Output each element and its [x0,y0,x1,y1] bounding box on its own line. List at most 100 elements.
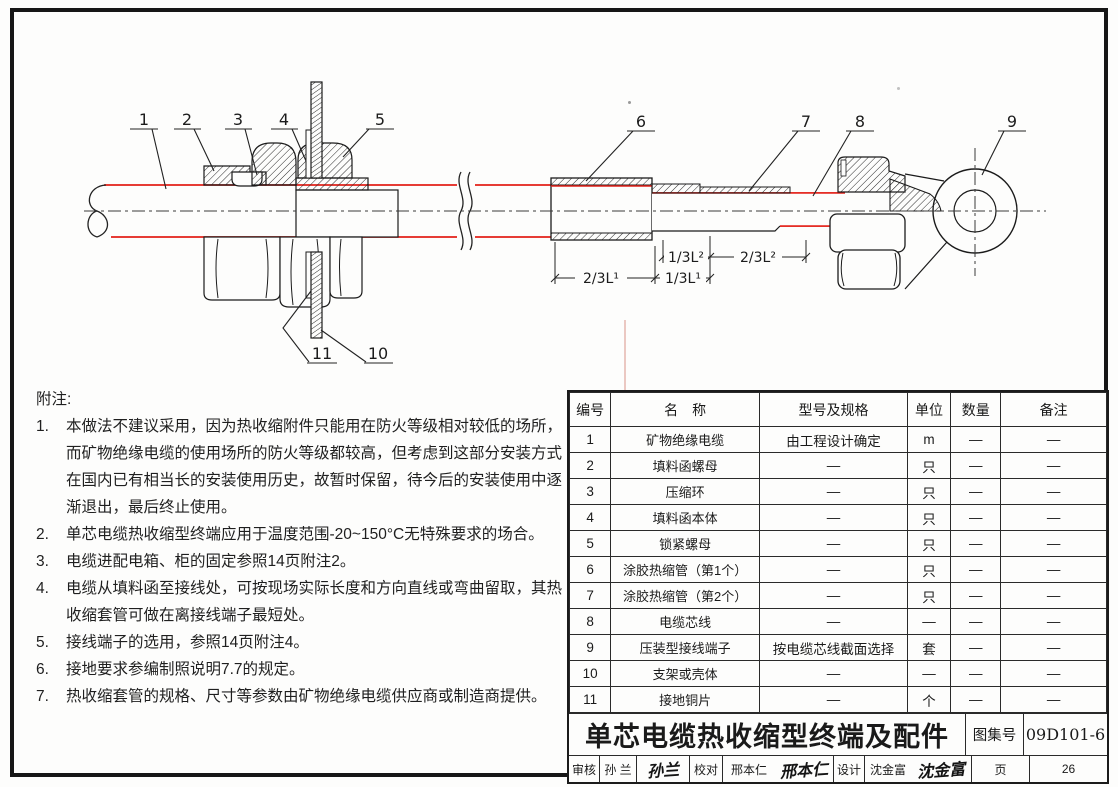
col-header-qty: 数量 [950,392,1002,427]
note-2: 2. 单芯电缆热收缩型终端应用于温度范围-20~150°C无特殊要求的场合。 [36,521,564,548]
note-4: 4. 电缆从填料函至接线处，可按现场实际长度和方向直线或弯曲留取，其热收缩套管可… [36,575,564,629]
titleblock-signature-row: 审核 孙 兰 孙兰 校对 邢本仁 邢本仁 设计 沈金富 沈金富 页 26 [569,755,1107,782]
table-row: 7 涂胶热缩管（第2个） — 只 — — [568,582,1107,609]
cell-no: 5 [568,530,612,557]
titleblock-title-row: 单芯电缆热收缩型终端及配件 图集号 09D101-6 [569,713,1107,755]
table-row: 6 涂胶热缩管（第1个） — 只 — — [568,556,1107,583]
cell-qty: — [950,504,1002,531]
cell-qty: — [950,478,1002,505]
cell-spec: — [759,686,908,713]
cell-no: 4 [568,504,612,531]
cell-remark: — [1000,582,1107,609]
cell-qty: — [950,452,1002,479]
cell-name: 锁紧螺母 [610,530,761,557]
cell-spec: — [759,556,908,583]
reviewer-name: 孙 兰 [599,756,636,782]
cell-name: 电缆芯线 [610,608,761,635]
cell-spec: — [759,660,908,687]
cell-remark: — [1000,426,1107,453]
table-row: 4 填料函本体 — 只 — — [568,504,1107,531]
note-text: 电缆进配电箱、柜的固定参照14页附注2。 [66,553,356,570]
cell-no: 8 [568,608,612,635]
design-label: 设计 [833,756,864,782]
table-row: 5 锁紧螺母 — 只 — — [568,530,1107,557]
note-text: 电缆从填料函至接线处，可按现场实际长度和方向直线或弯曲留取，其热收缩套管可做在离… [66,580,563,624]
cell-qty: — [950,582,1002,609]
cell-qty: — [950,556,1002,583]
cell-remark: — [1000,452,1107,479]
cell-unit: 只 [906,504,952,531]
designer-signature: 沈金富 [911,756,971,782]
cell-qty: — [950,426,1002,453]
note-text: 本做法不建议采用，因为热收缩附件只能用在防火等级相对较低的场所，而矿物绝缘电缆的… [66,418,563,516]
cell-name: 矿物绝缘电缆 [610,426,761,453]
notes-block: 附注: 1. 本做法不建议采用，因为热收缩附件只能用在防火等级相对较低的场所，而… [36,386,564,710]
note-number: 2. [36,526,49,543]
page-number: 26 [1029,756,1107,782]
note-1: 1. 本做法不建议采用，因为热收缩附件只能用在防火等级相对较低的场所，而矿物绝缘… [36,413,564,521]
col-header-no: 编号 [568,392,612,427]
cell-no: 6 [568,556,612,583]
cell-name: 接地铜片 [610,686,761,713]
cell-remark: — [1000,608,1107,635]
cell-unit: 只 [906,452,952,479]
note-7: 7. 热收缩套管的规格、尺寸等参数由矿物绝缘电缆供应商或制造商提供。 [36,683,564,710]
table-row: 11 接地铜片 — 个 — — [568,686,1107,713]
note-number: 5. [36,634,49,651]
reviewer-signature: 孙兰 [636,756,689,782]
cell-unit: 只 [906,530,952,557]
cell-unit: 个 [906,686,952,713]
cell-no: 2 [568,452,612,479]
cell-qty: — [950,686,1002,713]
signature-handwriting: 沈金富 [916,759,966,782]
table-header-row: 编号 名 称 型号及规格 单位 数量 备注 [568,392,1107,427]
note-text: 单芯电缆热收缩型终端应用于温度范围-20~150°C无特殊要求的场合。 [66,526,544,543]
cell-remark: — [1000,686,1107,713]
note-3: 3. 电缆进配电箱、柜的固定参照14页附注2。 [36,548,564,575]
cell-remark: — [1000,660,1107,687]
proofreader-signature: 邢本仁 [775,756,833,782]
cell-qty: — [950,660,1002,687]
table-row: 2 填料函螺母 — 只 — — [568,452,1107,479]
cell-name: 支架或壳体 [610,660,761,687]
cell-name: 涂胶热缩管（第1个） [610,556,761,583]
table-row: 1 矿物绝缘电缆 由工程设计确定 m — — [568,426,1107,453]
cell-name: 压缩环 [610,478,761,505]
proofread-label: 校对 [689,756,722,782]
cell-spec: — [759,452,908,479]
note-text: 接地要求参编制照说明7.7的规定。 [66,661,305,678]
cell-no: 11 [568,686,612,713]
cell-no: 1 [568,426,612,453]
note-number: 4. [36,580,49,597]
cell-spec: — [759,608,908,635]
cell-remark: — [1000,504,1107,531]
cell-spec: 由工程设计确定 [759,426,908,453]
note-number: 6. [36,661,49,678]
cell-remark: — [1000,556,1107,583]
cell-remark: — [1000,530,1107,557]
table-row: 3 压缩环 — 只 — — [568,478,1107,505]
atlas-number-value: 09D101-6 [1023,714,1107,755]
table-row: 9 压装型接线端子 按电缆芯线截面选择 套 — — [568,634,1107,661]
col-header-spec: 型号及规格 [759,392,908,427]
cell-spec: — [759,530,908,557]
note-number: 7. [36,688,49,705]
notes-heading: 附注: [36,391,72,408]
note-5: 5. 接线端子的选用，参照14页附注4。 [36,629,564,656]
cell-name: 涂胶热缩管（第2个） [610,582,761,609]
parts-table: 编号 名 称 型号及规格 单位 数量 备注 1 矿物绝缘电缆 由工程设计确定 m… [568,392,1107,713]
cell-qty: — [950,608,1002,635]
cell-remark: — [1000,478,1107,505]
signature-handwriting: 邢本仁 [779,759,829,782]
table-row: 10 支架或壳体 — — — — [568,660,1107,687]
cell-unit: — [906,608,952,635]
cell-unit: 只 [906,582,952,609]
note-6: 6. 接地要求参编制照说明7.7的规定。 [36,656,564,683]
cell-unit: 只 [906,478,952,505]
note-number: 3. [36,553,49,570]
cell-name: 填料函本体 [610,504,761,531]
note-number: 1. [36,418,49,435]
cell-spec: 按电缆芯线截面选择 [759,634,908,661]
cell-name: 填料函螺母 [610,452,761,479]
cell-unit: — [906,660,952,687]
